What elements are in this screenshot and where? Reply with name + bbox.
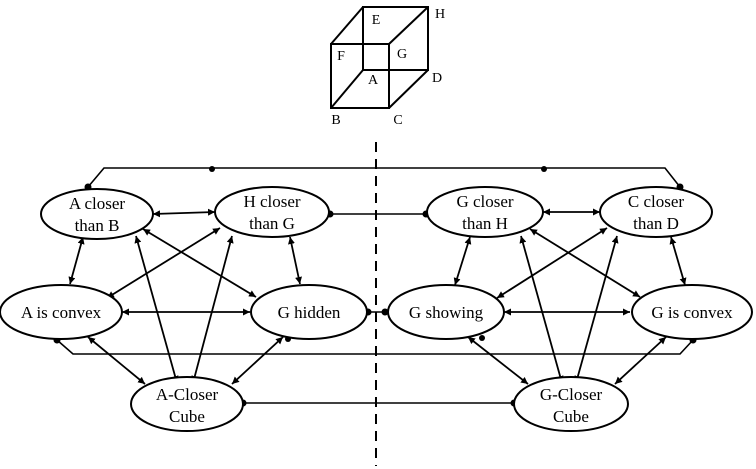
node-g-hidden-label: G hidden: [278, 303, 341, 322]
edge-gclosh-gshowing: [453, 236, 472, 286]
node-a-is-convex: A is convex: [0, 284, 123, 340]
edge-hclosg-aconvex: [106, 227, 221, 299]
edge-aclosb-aconvex: [68, 236, 85, 285]
node-g-closer-cube-ellipse: [513, 376, 629, 432]
node-h-closer-than-g: H closer than G: [214, 186, 330, 238]
node-g-closer-cube-line2: Cube: [553, 407, 589, 426]
cube-label-d: D: [432, 71, 442, 86]
cube-edge-b-a: [330, 69, 364, 109]
node-g-closer-than-h-line2: than H: [462, 214, 508, 233]
node-c-closer-than-d-line1: C closer: [628, 192, 685, 211]
edge-hclosg-ghidden: [288, 236, 302, 285]
node-g-closer-than-h-ellipse: [426, 186, 544, 238]
edge-ghidden-acube: [231, 336, 284, 385]
cube-label-c: C: [393, 113, 402, 128]
node-a-is-convex-label: A is convex: [21, 303, 102, 322]
cube-label-e: E: [372, 13, 381, 28]
node-h-closer-than-g-ellipse: [214, 186, 330, 238]
node-h-closer-than-g-line1: H closer: [243, 192, 300, 211]
cube-label-f: F: [337, 49, 345, 64]
node-g-closer-than-h-line1: G closer: [456, 192, 513, 211]
node-a-is-convex-ellipse: [0, 284, 123, 340]
node-a-closer-than-b-line2: than B: [75, 216, 120, 235]
node-g-showing-ellipse: [387, 284, 505, 340]
necker-cube: E H F G A D B C: [330, 6, 445, 128]
cube-edge-f-e: [330, 6, 364, 45]
node-a-closer-than-b-line1: A closer: [69, 194, 126, 213]
top-connector-tick-1: [209, 166, 215, 172]
bottom-connector-line: [56, 339, 694, 355]
edge-aconvex-acube: [87, 336, 146, 385]
top-connector-line: [87, 167, 681, 188]
edge-gclosh-gcube: [519, 235, 564, 384]
edge-aclosb-ghidden: [142, 228, 257, 298]
node-g-is-convex-ellipse: [631, 284, 753, 340]
top-connector-tick-2: [541, 166, 547, 172]
edge-gshowing-gcube: [467, 336, 529, 385]
excitatory-edges: [68, 208, 687, 385]
node-c-closer-than-d-line2: than D: [633, 214, 679, 233]
cube-label-a: A: [368, 73, 379, 88]
node-c-closer-than-d: C closer than D: [599, 186, 713, 238]
cube-back-face: [362, 6, 429, 71]
node-g-closer-cube-line1: G-Closer: [540, 385, 603, 404]
node-a-closer-cube-line2: Cube: [169, 407, 205, 426]
node-g-showing: G showing: [387, 284, 505, 340]
g-showing-connector-dot: [381, 308, 389, 316]
node-g-hidden: G hidden: [250, 284, 368, 340]
node-g-hidden-ellipse: [250, 284, 368, 340]
edge-aclosb-hclosg: [152, 208, 216, 218]
edge-hclosg-acube: [191, 235, 234, 384]
edge-cclosd-gcube: [574, 235, 619, 384]
node-a-closer-cube: A-Closer Cube: [130, 376, 244, 432]
node-g-closer-cube: G-Closer Cube: [513, 376, 629, 432]
cube-edge-g-h: [388, 6, 429, 45]
edge-cclosd-gshowing: [496, 227, 608, 299]
node-c-closer-than-d-ellipse: [599, 186, 713, 238]
node-a-closer-than-b: A closer than B: [40, 188, 154, 240]
node-h-closer-than-g-line2: than G: [249, 214, 295, 233]
cube-label-b: B: [331, 113, 340, 128]
node-g-showing-label: G showing: [409, 303, 484, 322]
cube-front-face: [330, 43, 390, 109]
node-g-is-convex-label: G is convex: [651, 303, 733, 322]
edge-gconvex-gcube: [614, 336, 667, 385]
node-a-closer-than-b-ellipse: [40, 188, 154, 240]
bottom-connector-tick-right: [479, 335, 485, 341]
node-a-closer-cube-line1: A-Closer: [156, 385, 219, 404]
edge-cclosd-gconvex: [669, 236, 687, 286]
node-a-closer-cube-ellipse: [130, 376, 244, 432]
node-g-is-convex: G is convex: [631, 284, 753, 340]
cube-label-g: G: [397, 47, 407, 62]
cube-edge-c-d: [388, 69, 429, 109]
cube-label-h: H: [435, 7, 445, 22]
edge-gclosh-gconvex: [529, 228, 641, 298]
node-g-closer-than-h: G closer than H: [426, 186, 544, 238]
